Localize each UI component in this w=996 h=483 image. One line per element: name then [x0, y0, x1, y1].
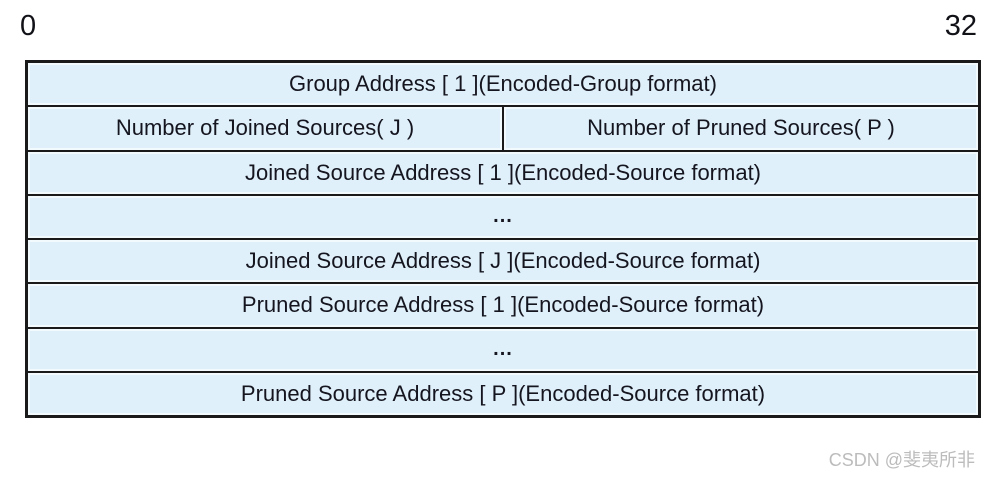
cell-number-pruned-sources: Number of Pruned Sources( P ) — [504, 107, 978, 150]
cell-joined-ellipsis: ... — [28, 195, 978, 238]
cell-pruned-source-address-1: Pruned Source Address [ 1 ](Encoded-Sour… — [28, 284, 978, 327]
table-row-joined-source-j: Joined Source Address [ J ](Encoded-Sour… — [28, 238, 978, 283]
bit-offset-start-label: 0 — [20, 10, 37, 42]
cell-joined-source-address-j: Joined Source Address [ J ](Encoded-Sour… — [28, 240, 978, 283]
table-row-joined-source-1: Joined Source Address [ 1 ](Encoded-Sour… — [28, 149, 978, 194]
cell-pruned-ellipsis: ... — [28, 328, 978, 371]
cell-group-address: Group Address [ 1 ](Encoded-Group format… — [28, 63, 978, 106]
bit-offset-end-label: 32 — [944, 10, 977, 42]
table-row-group-address: Group Address [ 1 ](Encoded-Group format… — [28, 63, 978, 106]
table-row-pruned-source-1: Pruned Source Address [ 1 ](Encoded-Sour… — [28, 282, 978, 327]
table-row-pruned-source-p: Pruned Source Address [ P ](Encoded-Sour… — [28, 370, 978, 415]
table-row-source-counts: Number of Joined Sources( J ) Number of … — [28, 105, 978, 150]
cell-number-joined-sources: Number of Joined Sources( J ) — [28, 107, 504, 150]
table-row-pruned-ellipsis: ... — [28, 326, 978, 371]
table-row-joined-ellipsis: ... — [28, 193, 978, 238]
cell-joined-source-address-1: Joined Source Address [ 1 ](Encoded-Sour… — [28, 151, 978, 194]
cell-pruned-source-address-p: Pruned Source Address [ P ](Encoded-Sour… — [28, 372, 978, 415]
packet-format-table: Group Address [ 1 ](Encoded-Group format… — [25, 60, 981, 418]
csdn-watermark: CSDN @斐夷所非 — [828, 450, 975, 470]
